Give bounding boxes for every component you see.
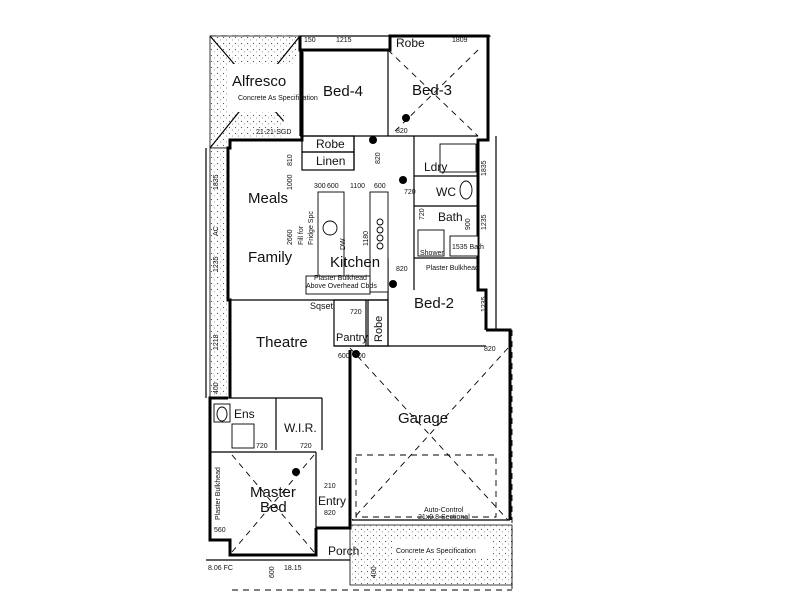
- dim-720-wir: 720: [300, 443, 312, 450]
- dim-1218: 1218: [213, 334, 220, 350]
- dim-150: 150: [304, 37, 316, 44]
- dim-210: 210: [324, 483, 336, 490]
- wc-label: WC: [436, 185, 456, 199]
- robe-top-label: Robe: [396, 36, 425, 50]
- dim-1815: 18.15: [284, 565, 302, 572]
- dim-720-wc: 720: [404, 189, 416, 196]
- ldry-label: Ldry: [424, 160, 447, 174]
- bed2-label: Bed-2: [414, 295, 454, 312]
- dim-1180: 1180: [363, 231, 370, 246]
- ceiling-lights: [292, 114, 410, 476]
- sectional-label: 21x0.8 Sectional: [418, 514, 470, 521]
- dim-1000: 1000: [287, 174, 294, 190]
- exterior-walls: [208, 34, 512, 557]
- entry-label: Entry: [318, 494, 346, 508]
- sqset-label: Sqset: [310, 301, 334, 311]
- dim-600c: 600: [338, 353, 350, 360]
- dimension-lines: [205, 35, 497, 561]
- dim-600a: 600: [327, 183, 339, 190]
- plaster-bulkhead-kitchen: Plaster Bulkhead: [314, 275, 367, 282]
- dim-300: 300: [314, 183, 326, 190]
- master-bed-label-2: Bed: [260, 499, 287, 516]
- bath-size-label: 1535 Bath: [452, 244, 484, 251]
- dw-label: DW: [340, 238, 347, 250]
- dim-820-ldry: 820: [375, 152, 382, 164]
- robe-mid-label: Robe: [373, 316, 385, 342]
- dim-1235a: 1235: [213, 256, 220, 272]
- bathroom-fixtures: [213, 143, 479, 449]
- dim-820-bed2: 820: [396, 266, 408, 273]
- meals-label: Meals: [248, 190, 288, 207]
- dim-400b: 400: [371, 566, 378, 578]
- porch-label: Porch: [328, 544, 359, 558]
- dim-720-pantry: 720: [350, 309, 362, 316]
- bed4-label: Bed-4: [323, 83, 363, 100]
- above-overhead-label: Above Overhead Cbds: [306, 283, 377, 290]
- dim-820-bed3: 820: [396, 128, 408, 135]
- dim-600b: 600: [374, 183, 386, 190]
- master-bed-label-1: Master: [250, 484, 296, 501]
- dim-560: 560: [214, 527, 226, 534]
- alfresco-label: Alfresco: [232, 73, 286, 90]
- fridge-label: Fridge Spc: [308, 211, 315, 245]
- pantry-label: Pantry: [336, 332, 368, 344]
- auto-control-label: Auto-Control: [424, 507, 464, 514]
- family-label: Family: [248, 249, 293, 266]
- dim-806fc: 8.06 FC: [208, 565, 233, 572]
- dim-720-bath: 720: [419, 208, 426, 220]
- garage-door-outline: [355, 454, 497, 518]
- dim-820-garage: 820: [484, 346, 496, 353]
- dim-900: 900: [465, 218, 472, 230]
- shower-label: Shower: [420, 250, 444, 257]
- dim-2121sgd: 21-21-SGD: [256, 129, 291, 136]
- interior-walls: [210, 50, 486, 528]
- dim-600e: 600: [269, 566, 276, 578]
- kitchen-fixtures: [305, 191, 389, 295]
- linen-label: Linen: [316, 154, 345, 168]
- ens-label: Ens: [234, 407, 255, 421]
- plaster-bulkhead-master: Plaster Bulkhead: [215, 467, 222, 520]
- dim-820-entry: 820: [324, 510, 336, 517]
- dim-720-ens: 720: [256, 443, 268, 450]
- kitchen-label: Kitchen: [330, 254, 380, 271]
- bed3-label: Bed-3: [412, 82, 452, 99]
- dim-1100: 1100: [350, 183, 365, 190]
- alfresco-area: [209, 35, 301, 149]
- dim-1835a: 1835: [213, 174, 220, 190]
- garage-label: Garage: [398, 410, 448, 427]
- dim-400: 400: [213, 382, 220, 394]
- robe-left-label: Robe: [316, 137, 345, 151]
- dim-1809: 1809: [452, 37, 468, 44]
- room-labels: Alfresco Concrete As Specification Bed-4…: [232, 36, 476, 558]
- dim-1215-top: 1215: [336, 37, 352, 44]
- fill-for-label: Fill for: [298, 225, 305, 245]
- dashed-diagonals: [231, 49, 509, 553]
- dim-1235b: 1235: [481, 296, 488, 312]
- dimensions: 1215 1809 150 820 820 820 820 820 720 72…: [208, 37, 496, 578]
- dim-810: 810: [287, 154, 294, 166]
- dim-1835b: 1835: [481, 160, 488, 176]
- dim-600d: 600: [354, 353, 366, 360]
- front-concrete-label: Concrete As Specification: [396, 548, 476, 555]
- plaster-bulkhead-bath: Plaster Bulkhead: [426, 265, 479, 272]
- annotations: Plaster Bulkhead Above Overhead Cbds Pla…: [215, 211, 484, 521]
- dim-ac: AC: [213, 226, 220, 236]
- alfresco-note: Concrete As Specification: [238, 95, 318, 102]
- dim-1235c: 1235: [481, 214, 488, 230]
- wir-label: W.I.R.: [284, 421, 317, 435]
- dim-2660: 2660: [287, 229, 294, 245]
- theatre-label: Theatre: [256, 334, 308, 351]
- bath-label: Bath: [438, 210, 463, 224]
